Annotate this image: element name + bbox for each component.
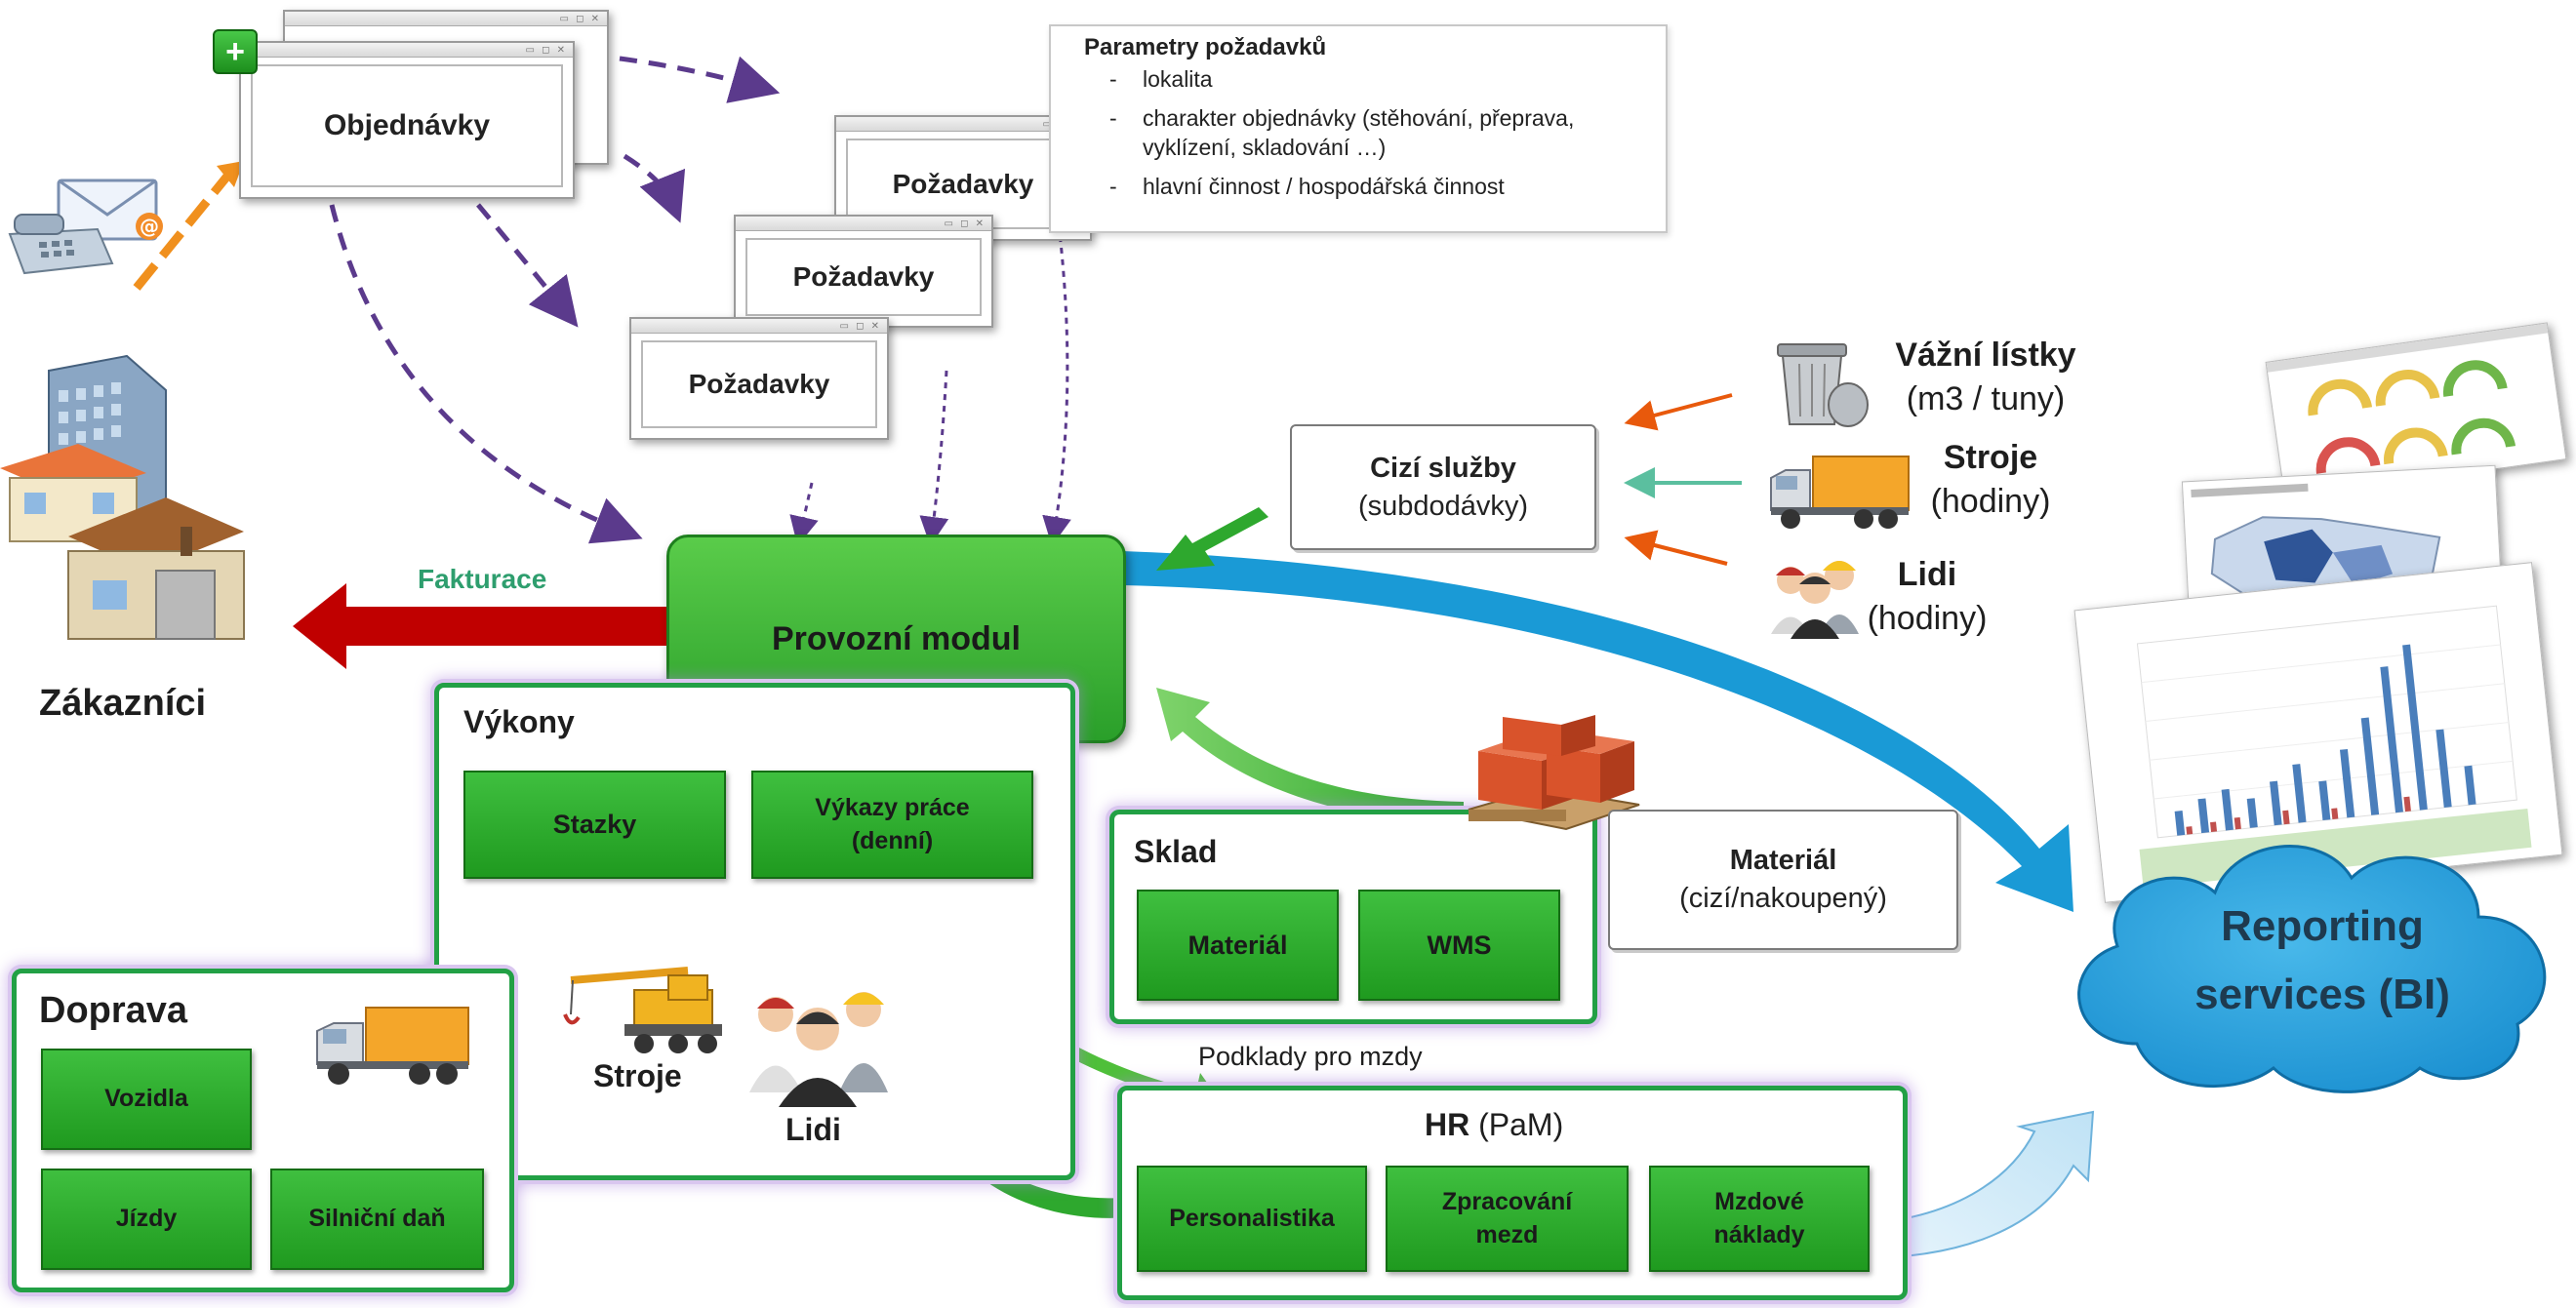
material-box: Materiál (cizí/nakoupený) — [1608, 810, 1958, 950]
invoicing-arrow — [293, 583, 668, 669]
personalistika-label: Personalistika — [1169, 1204, 1335, 1232]
request-window-3: ▭ ◻ ✕ Požadavky — [629, 317, 889, 440]
mzdove-line1: Mzdové — [1714, 1187, 1804, 1215]
weighing-unit: (m3 / tuny) — [1906, 380, 2066, 417]
order-window-title: Objednávky — [251, 64, 563, 187]
machines-label: Stroje (hodiny) — [1917, 439, 2064, 521]
phone-email-icon: @ — [5, 176, 166, 283]
hr-title-rest: (PaM) — [1469, 1107, 1564, 1142]
green-arrow-services — [1156, 507, 1268, 571]
machines-title: Stroje — [1943, 439, 2038, 476]
zpracovani-mezd-button[interactable]: Zpracování mezd — [1386, 1166, 1629, 1272]
vykazy-line1: Výkazy práce — [815, 793, 970, 821]
silnicni-dan-button[interactable]: Silniční daň — [270, 1169, 484, 1270]
param-item: charakter objednávky (stěhování, přeprav… — [1109, 104, 1650, 163]
svg-text:@: @ — [140, 215, 159, 238]
params-title: Parametry požadavků — [1084, 34, 1327, 60]
zpracovani-line1: Zpracování — [1441, 1187, 1573, 1215]
param-item: lokalita — [1109, 65, 1650, 95]
machines-unit: (hodiny) — [1930, 483, 2051, 520]
wms-label: WMS — [1427, 930, 1492, 960]
bi-arrow — [1122, 551, 2073, 912]
material-box-subtitle: (cizí/nakoupený) — [1679, 883, 1887, 914]
vykony-people-label: Lidi — [785, 1112, 841, 1147]
light-blue-arrow — [1858, 1110, 2095, 1260]
material-box-title: Materiál — [1729, 845, 1837, 876]
jizdy-label: Jízdy — [115, 1205, 178, 1233]
mzdove-line2: náklady — [1713, 1220, 1805, 1249]
reporting-cloud: Reporting services (BI) — [2049, 810, 2576, 1102]
jizdy-button[interactable]: Jízdy — [41, 1169, 252, 1270]
vykony-machines-label: Stroje — [593, 1058, 682, 1093]
doprava-truck-icon — [312, 1000, 473, 1088]
add-icon: + — [213, 29, 258, 74]
orange-arrow-people — [1624, 530, 1728, 566]
invoicing-label: Fakturace — [418, 564, 547, 594]
truck-icon — [1766, 449, 1912, 532]
customers-label: Zákazníci — [39, 683, 207, 724]
hr-title-bold: HR — [1425, 1107, 1470, 1142]
main-module-label: Provozní modul — [772, 619, 1021, 657]
vykony-section — [434, 683, 1075, 1180]
report-dashboard-sheet — [2265, 322, 2567, 499]
vozidla-label: Vozidla — [104, 1085, 188, 1113]
vozidla-button[interactable]: Vozidla — [41, 1049, 252, 1150]
wms-button[interactable]: WMS — [1358, 890, 1560, 1001]
stazky-button[interactable]: Stazky — [463, 771, 726, 879]
orange-arrow-weighing — [1624, 393, 1733, 431]
request-window-1-title: Požadavky — [846, 139, 1080, 229]
silnicni-dan-label: Silniční daň — [308, 1205, 446, 1233]
payroll-note: Podklady pro mzdy — [1198, 1042, 1423, 1071]
vykazy-button[interactable]: Výkazy práce (denní) — [751, 771, 1033, 879]
sklad-material-button[interactable]: Materiál — [1137, 890, 1339, 1001]
dashed-flow-arrows — [329, 56, 781, 544]
param-item: hlavní činnost / hospodářská činnost — [1109, 173, 1650, 202]
zpracovani-line2: mezd — [1475, 1220, 1539, 1249]
pallet-boxes-icon — [1459, 712, 1644, 839]
dotted-flow-arrows — [789, 223, 1071, 546]
personalistika-button[interactable]: Personalistika — [1137, 1166, 1367, 1272]
mzdove-naklady-button[interactable]: Mzdové náklady — [1649, 1166, 1870, 1272]
vykazy-line2: (denní) — [851, 826, 934, 854]
workers-icon — [742, 975, 898, 1107]
foreign-services-title: Cizí služby — [1370, 452, 1516, 484]
request-window-2-title: Požadavky — [745, 238, 982, 316]
crane-icon — [551, 961, 727, 1058]
sklad-material-label: Materiál — [1187, 930, 1288, 960]
weighing-title: Vážní lístky — [1895, 337, 2076, 374]
doprava-title: Doprava — [39, 990, 188, 1031]
hr-title: HR (PaM) — [1425, 1107, 1563, 1143]
request-window-2: ▭ ◻ ✕ Požadavky — [734, 215, 993, 328]
weighing-label: Vážní lístky (m3 / tuny) — [1888, 337, 2083, 418]
order-window: ▭ ◻ ✕ Objednávky — [239, 41, 575, 199]
request-window-3-title: Požadavky — [641, 340, 877, 428]
people-unit: (hodiny) — [1867, 600, 1988, 637]
reporting-line2: services (BI) — [2194, 971, 2450, 1018]
green-arrow-material — [1156, 688, 1464, 824]
report-chart-sheet — [2073, 562, 2563, 903]
trash-bin-icon — [1768, 337, 1871, 429]
people-title: Lidi — [1897, 556, 1957, 593]
reporting-label: Reporting services (BI) — [2108, 888, 2537, 1034]
orange-input-arrow — [133, 171, 233, 291]
customers-buildings-icon — [0, 351, 254, 649]
people-label: Lidi (hodiny) — [1854, 556, 2000, 638]
request-parameters-note: Parametry požadavků lokalita charakter o… — [1049, 24, 1668, 233]
people-icon — [1761, 551, 1869, 639]
foreign-services-subtitle: (subdodávky) — [1357, 490, 1529, 522]
sklad-title: Sklad — [1134, 834, 1218, 869]
stazky-label: Stazky — [552, 810, 637, 840]
vykony-title: Výkony — [463, 704, 575, 739]
reporting-line1: Reporting — [2221, 901, 2424, 950]
foreign-services-box: Cizí služby (subdodávky) — [1290, 424, 1596, 550]
